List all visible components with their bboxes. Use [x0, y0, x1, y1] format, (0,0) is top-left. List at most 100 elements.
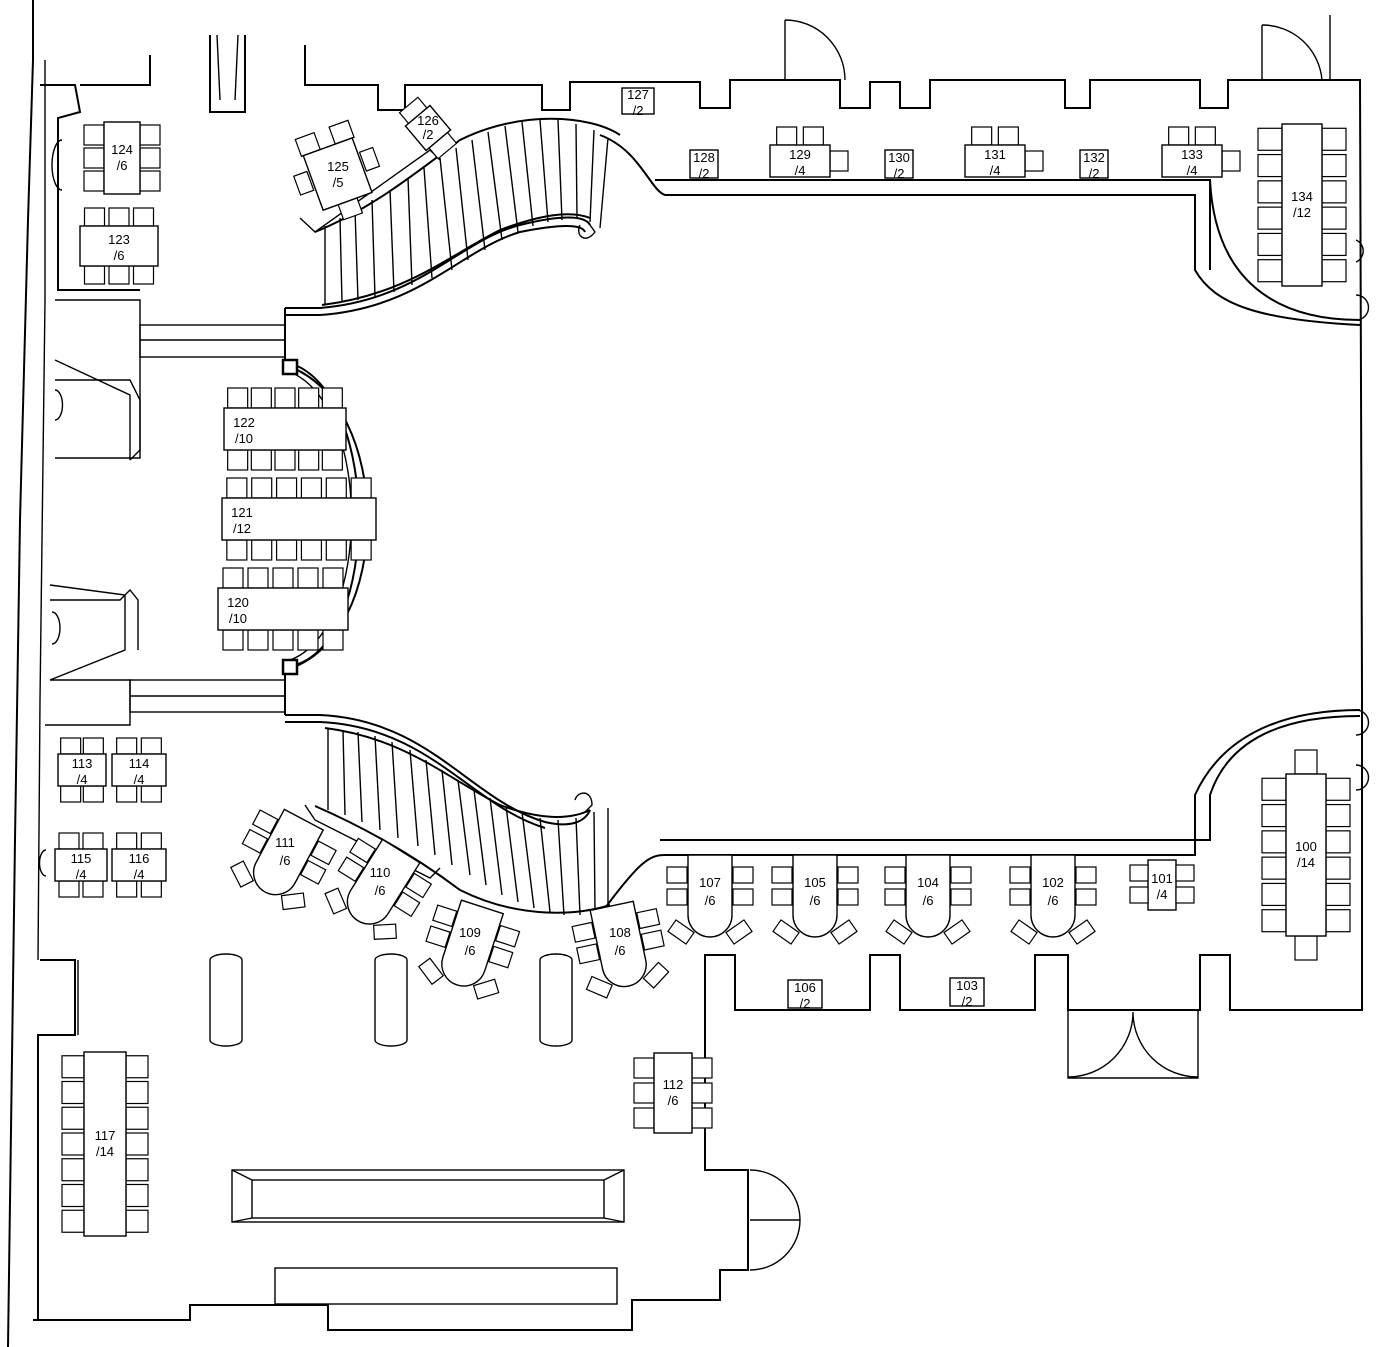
- table-131[interactable]: 131/4: [964, 126, 1044, 178]
- table-top: [217, 587, 349, 631]
- chair: [241, 828, 269, 854]
- chair: [885, 919, 913, 945]
- chair: [488, 945, 514, 969]
- table-top: [79, 225, 159, 267]
- chair: [125, 1209, 149, 1233]
- table-seat-count: /5: [333, 175, 344, 190]
- table-seat-count: /6: [615, 943, 626, 958]
- chair: [691, 1057, 713, 1079]
- chair: [227, 449, 249, 471]
- chair: [1010, 919, 1038, 945]
- table-top: [1281, 123, 1323, 287]
- chair: [635, 907, 661, 930]
- table-130[interactable]: 130/2: [884, 149, 914, 181]
- table-105[interactable]: 105/6: [771, 854, 859, 945]
- chair: [61, 1055, 85, 1079]
- table-seat-count: /6: [923, 893, 934, 908]
- table-127[interactable]: 127/2: [621, 87, 655, 118]
- table-124[interactable]: 124/6: [83, 121, 161, 195]
- chair: [1321, 153, 1347, 178]
- table-128[interactable]: 128/2: [689, 149, 719, 181]
- table-132[interactable]: 132/2: [1079, 149, 1109, 181]
- chair: [310, 840, 337, 866]
- chair: [571, 921, 596, 943]
- table-top: [687, 854, 733, 938]
- table-133[interactable]: 133/4: [1161, 126, 1241, 178]
- table-seat-count: /4: [990, 163, 1001, 178]
- chair: [358, 146, 381, 172]
- table-134[interactable]: 134/12: [1257, 123, 1347, 287]
- table-120[interactable]: 120/10: [217, 567, 349, 651]
- table-seat-count: /6: [114, 248, 125, 263]
- chair: [251, 809, 279, 835]
- table-116[interactable]: 116/4: [111, 832, 167, 898]
- table-seat-count: /6: [280, 853, 291, 868]
- table-number: 101: [1151, 871, 1173, 886]
- chair: [1009, 866, 1031, 884]
- table-seat-count: /12: [233, 521, 251, 536]
- table-129[interactable]: 129/4: [769, 126, 849, 178]
- chair: [83, 124, 105, 146]
- table-106[interactable]: 106/2: [787, 979, 823, 1011]
- table-121[interactable]: 121/12: [221, 477, 377, 561]
- table-126[interactable]: 126/2: [396, 93, 461, 161]
- table-number: 111: [275, 835, 295, 850]
- table-number: 121: [231, 505, 253, 520]
- table-123[interactable]: 123/6: [79, 207, 159, 285]
- chair: [61, 1132, 85, 1156]
- table-100[interactable]: 100/14: [1261, 749, 1351, 961]
- chair: [322, 629, 344, 651]
- table-108[interactable]: 108/6: [570, 897, 673, 1002]
- table-103[interactable]: 103/2: [949, 977, 985, 1009]
- table-top: [83, 1051, 127, 1237]
- chair: [472, 978, 500, 1000]
- chair: [247, 567, 269, 589]
- chair: [1261, 777, 1287, 801]
- chair: [829, 150, 849, 172]
- chair: [633, 1057, 655, 1079]
- chair: [666, 866, 688, 884]
- table-117[interactable]: 117/14: [61, 1051, 149, 1237]
- chair: [1257, 232, 1283, 257]
- chair: [222, 567, 244, 589]
- chair: [300, 477, 323, 499]
- table-114[interactable]: 114/4: [111, 737, 167, 803]
- columns: [38, 139, 573, 1047]
- chair: [139, 170, 161, 192]
- table-110[interactable]: 110/6: [318, 828, 438, 949]
- table-top: [1285, 773, 1327, 937]
- table-113[interactable]: 113/4: [57, 737, 107, 803]
- chair: [125, 1106, 149, 1130]
- chair: [321, 449, 343, 471]
- chair: [61, 1158, 85, 1182]
- table-seat-count: /6: [465, 943, 476, 958]
- table-102[interactable]: 102/6: [1009, 854, 1097, 945]
- table-number: 110: [370, 865, 391, 880]
- table-seat-count: /6: [668, 1093, 679, 1108]
- table-seat-count: /14: [1297, 855, 1315, 870]
- chair: [1175, 864, 1195, 882]
- chair: [229, 860, 255, 888]
- table-115[interactable]: 115/4: [54, 832, 108, 898]
- chair: [1129, 864, 1149, 882]
- chair: [61, 1106, 85, 1130]
- table-top: [621, 87, 655, 115]
- chair: [60, 785, 82, 803]
- table-107[interactable]: 107/6: [666, 854, 754, 945]
- table-number: 117: [95, 1128, 116, 1143]
- table-seat-count: /2: [423, 127, 434, 142]
- table-112[interactable]: 112/6: [633, 1052, 713, 1134]
- chair: [1024, 150, 1044, 172]
- table-101[interactable]: 101/4: [1129, 859, 1195, 911]
- table-109[interactable]: 109/6: [414, 894, 523, 1005]
- table-122[interactable]: 122/10: [223, 387, 347, 471]
- table-111[interactable]: 111/6: [224, 799, 342, 918]
- chair: [58, 832, 80, 850]
- chair: [633, 1107, 655, 1129]
- table-seat-count: /4: [76, 867, 87, 882]
- chair: [1168, 126, 1190, 146]
- chair: [1075, 866, 1097, 884]
- table-125[interactable]: 125/5: [282, 116, 392, 231]
- table-104[interactable]: 104/6: [884, 854, 972, 945]
- chair: [299, 859, 327, 885]
